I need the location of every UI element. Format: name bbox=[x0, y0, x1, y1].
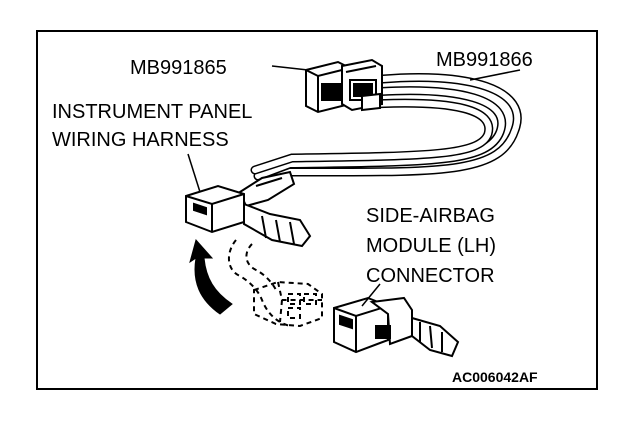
instrument-panel-connector bbox=[185, 184, 312, 248]
curved-arrow-icon bbox=[189, 238, 233, 315]
leader-tool-b bbox=[469, 69, 521, 81]
label-harness-line2: WIRING HARNESS bbox=[52, 129, 229, 151]
tool-connector-pair bbox=[305, 58, 383, 114]
label-tool-a: MB991865 bbox=[130, 57, 227, 79]
disconnected-connector-outline bbox=[228, 239, 323, 328]
leader-tool-a bbox=[271, 65, 309, 71]
label-harness-line1: INSTRUMENT PANEL bbox=[52, 101, 252, 123]
figure-code: AC006042AF bbox=[452, 369, 538, 385]
test-harness-cable bbox=[250, 73, 522, 187]
leader-harness bbox=[187, 153, 201, 193]
label-module-line2: MODULE (LH) bbox=[366, 235, 496, 257]
side-airbag-connector bbox=[333, 296, 460, 358]
leader-lines bbox=[187, 65, 521, 307]
label-module-line3: CONNECTOR bbox=[366, 265, 495, 287]
label-tool-b: MB991866 bbox=[436, 49, 533, 71]
leader-module bbox=[361, 283, 381, 307]
label-module-line1: SIDE-AIRBAG bbox=[366, 205, 495, 227]
